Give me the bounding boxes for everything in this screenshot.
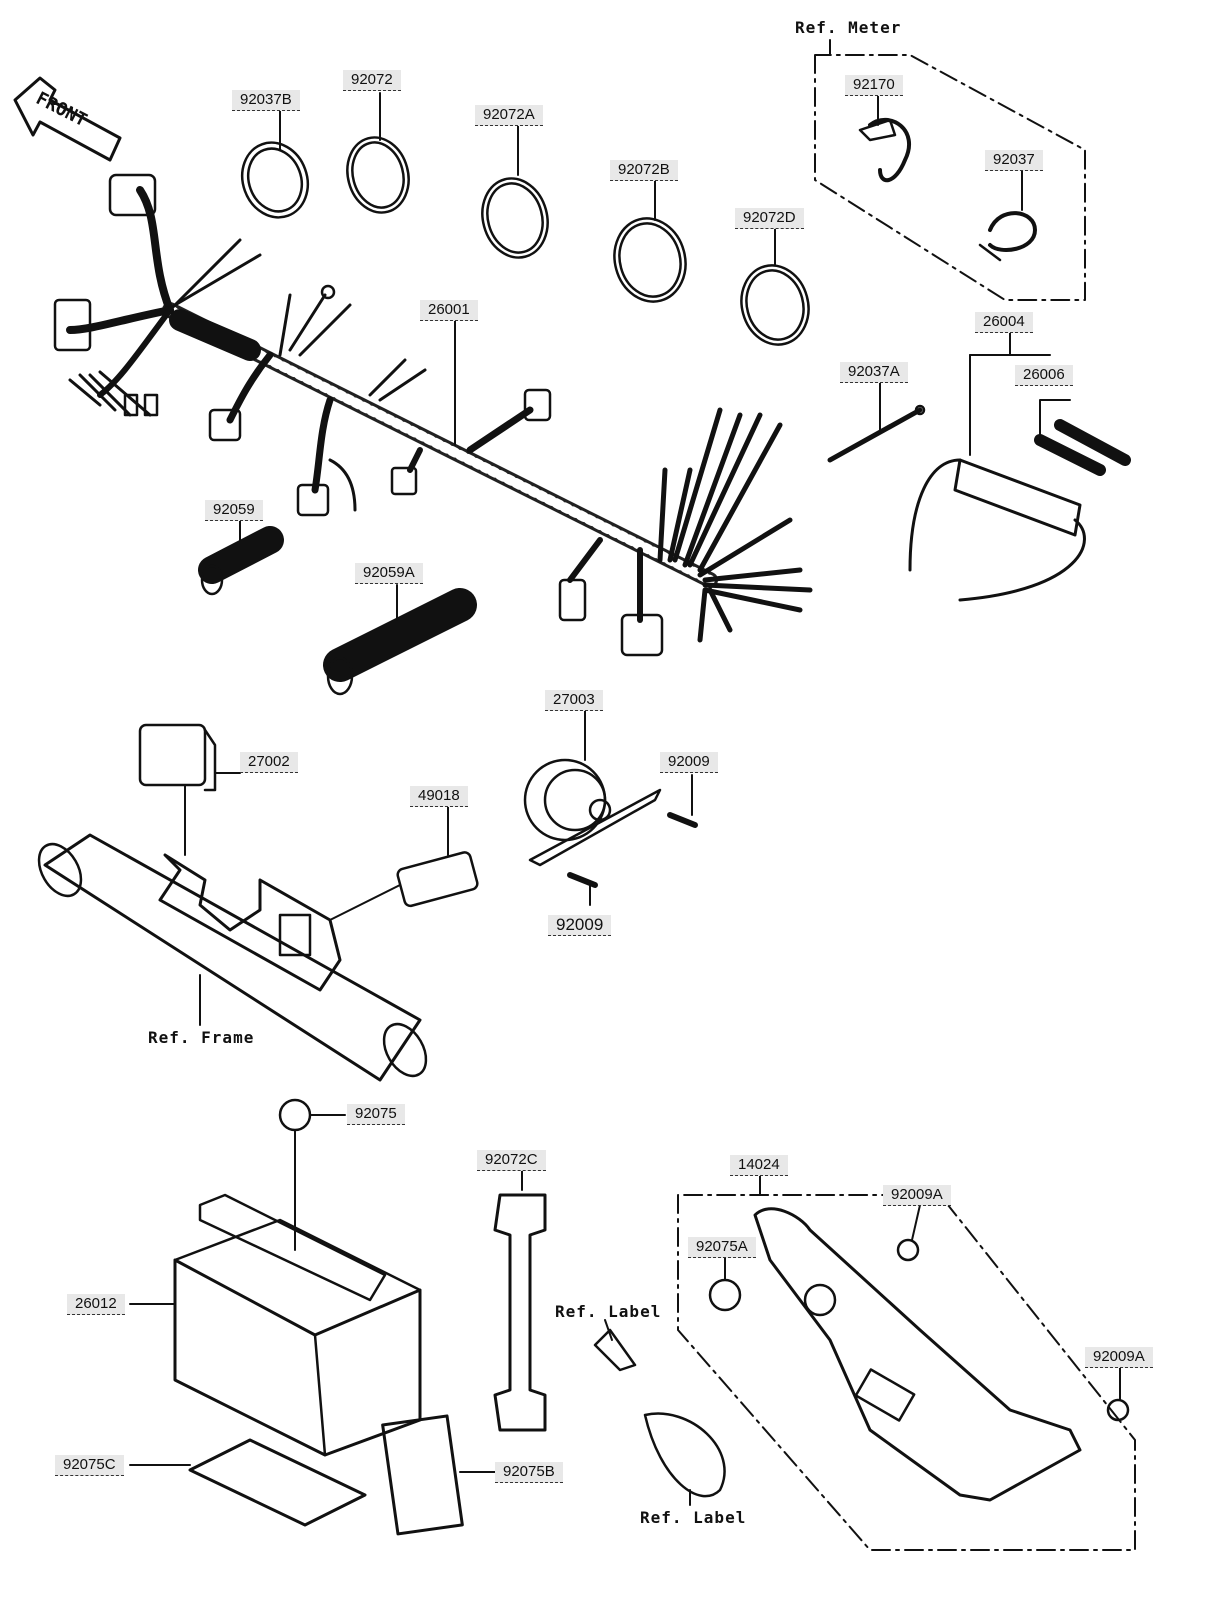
meter-group — [814, 54, 1086, 301]
part-label-92037: 92037 — [985, 150, 1043, 171]
part-label-26012: 26012 — [67, 1294, 125, 1315]
part-label-27003: 27003 — [545, 690, 603, 711]
leader-lines — [129, 39, 1121, 1506]
fuse-26004 — [908, 354, 1086, 602]
part-label-92037B: 92037B — [232, 90, 300, 111]
part-label-27002: 27002 — [240, 752, 298, 773]
frame-tube — [37, 833, 428, 1082]
ref-frame-label: Ref. Frame — [148, 1028, 255, 1047]
part-label-92072A: 92072A — [475, 105, 543, 126]
wiring-harness-26001 — [53, 173, 813, 657]
part-label-92072B: 92072B — [610, 160, 678, 181]
ref-label-bottom: Ref. Label — [640, 1508, 747, 1527]
label-shape-bottom — [643, 1412, 726, 1498]
horn-27003 — [523, 758, 698, 888]
band-92037B — [240, 141, 310, 219]
part-label-92072: 92072 — [343, 70, 401, 91]
part-label-92075B: 92075B — [495, 1462, 563, 1483]
part-label-92009A-top: 92009A — [883, 1185, 951, 1206]
band-92072A — [481, 177, 549, 259]
part-label-14024: 14024 — [730, 1155, 788, 1176]
band-92072D — [740, 264, 810, 346]
band-92072 — [346, 136, 410, 214]
part-label-92059: 92059 — [205, 500, 263, 521]
part-label-92075C: 92075C — [55, 1455, 124, 1476]
part-label-92059A: 92059A — [355, 563, 423, 584]
strap-92072C — [493, 1193, 547, 1432]
tube-92059A — [323, 588, 477, 696]
part-label-26006: 26006 — [1015, 365, 1073, 386]
part-label-92009A-right: 92009A — [1085, 1347, 1153, 1368]
part-label-92072C: 92072C — [477, 1150, 546, 1171]
part-label-92009-horn-lower: 92009 — [548, 915, 612, 936]
part-label-92075: 92075 — [347, 1104, 405, 1125]
label-shape-top — [593, 1328, 637, 1372]
pad-92075C — [188, 1438, 367, 1527]
part-label-49018: 49018 — [410, 786, 468, 807]
part-label-92037A: 92037A — [840, 362, 908, 383]
fuse-26006 — [1034, 399, 1131, 476]
front-arrow-icon — [13, 76, 122, 162]
part-label-26001: 26001 — [420, 300, 478, 321]
relay-27002 — [138, 723, 217, 792]
connector-49018 — [396, 851, 479, 908]
part-label-92075A: 92075A — [688, 1237, 756, 1258]
part-label-26004: 26004 — [975, 312, 1033, 333]
part-label-92072D: 92072D — [735, 208, 804, 229]
pad-92075B — [381, 1414, 464, 1536]
tube-92059 — [198, 526, 284, 596]
part-label-92009-horn: 92009 — [660, 752, 718, 773]
ref-meter-label: Ref. Meter — [795, 18, 902, 37]
band-92072B — [613, 217, 687, 303]
strap-92037A — [827, 404, 926, 463]
part-label-92170: 92170 — [845, 75, 903, 96]
ref-label-top: Ref. Label — [555, 1302, 662, 1321]
battery-26012 — [173, 1098, 422, 1457]
